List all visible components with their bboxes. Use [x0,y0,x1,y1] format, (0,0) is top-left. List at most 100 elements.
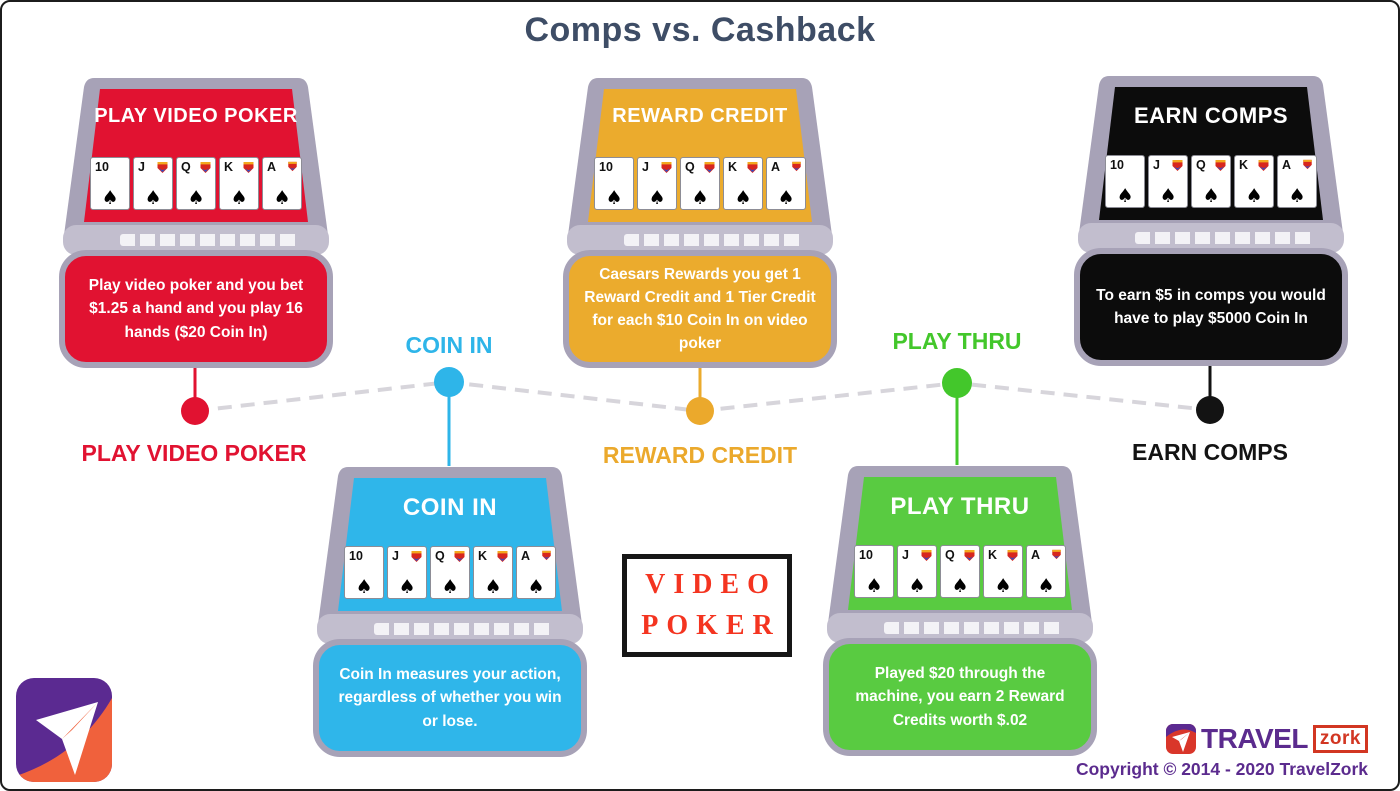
travelzork-logo-small-icon [1166,724,1196,754]
card-rank: K [224,160,234,174]
playing-card-q-spade: Q♠ [1191,155,1231,208]
playing-card-k-spade: K♠ [723,157,763,210]
playing-card-10-spade: 10 ♠ [344,546,384,599]
royal-crest-icon [1052,549,1061,560]
machine-play-video-poker: PLAY VIDEO POKER 10♠J♠Q♠K♠A♠ Play video … [58,75,334,371]
timeline-dot-earn-comps [1196,396,1224,424]
machine-description: To earn $5 in comps you would have to pl… [1096,286,1326,327]
royal-crest-icon [1215,160,1226,171]
royal-crest-icon [1172,160,1183,171]
royal-crest-icon [704,162,715,173]
spade-suit-glyph: ♠ [734,187,752,210]
machine-screen-title: PLAY THRU [890,493,1030,520]
card-rank: J [1153,158,1160,172]
card-rank: A [1282,158,1292,172]
machine-coin-in: COIN IN 10♠J♠Q♠K♠A♠ Coin In measures you… [312,464,588,760]
spade-suit-glyph: ♠ [101,187,119,210]
spade-suit-glyph: ♠ [994,575,1012,598]
card-rank: A [521,549,531,563]
timeline-label-play-thru: PLAY THRU [892,328,1022,354]
playing-card-a-spade: A♠ [766,157,806,210]
machine-buttons [884,622,1062,634]
royal-crest-icon [1303,159,1312,170]
card-hand: 10♠J♠Q♠K♠A♠ [312,546,588,599]
spade-suit-glyph: ♠ [691,187,709,210]
machine-buttons [120,234,298,246]
timeline-label-earn-comps: EARN COMPS [1132,439,1288,465]
travelzork-logo-icon [16,678,112,782]
royal-crest-icon [542,550,551,561]
card-rank: 10 [1110,158,1124,172]
royal-crest-icon [964,550,975,561]
card-rank: K [1239,158,1249,172]
royal-crest-icon [921,550,932,561]
card-rank: 10 [859,548,873,562]
playing-card-10-spade: 10 ♠ [854,545,894,598]
playing-card-k-spade: K♠ [983,545,1023,598]
spade-suit-glyph: ♠ [441,576,459,599]
card-rank: K [478,549,488,563]
machine-description: Play video poker and you bet $1.25 a han… [88,277,304,341]
card-hand: 10 ♠J♠Q♠ K ♠ A♠ [1073,155,1349,208]
card-rank: Q [945,548,955,562]
playing-card-a-spade: A♠ [516,546,556,599]
card-rank: A [267,160,277,174]
card-hand: 10♠J♠Q♠K♠A♠ [562,157,838,210]
spade-suit-glyph: ♠ [187,187,205,210]
machine-buttons [374,623,552,635]
machine-reward-credit: REWARD CREDIT 10♠J♠Q♠K♠A♠ Caesars Reward… [562,75,838,371]
playing-card-j-spade: J♠ [133,157,173,210]
playing-card-q-spade: Q♠ [430,546,470,599]
card-rank: J [392,549,399,563]
spade-suit-glyph: ♠ [605,187,623,210]
machine-description: Coin In measures your action, regardless… [338,666,562,730]
playing-card-10-spade: 10♠ [594,157,634,210]
timeline-dot-play-thru [942,368,972,398]
card-rank: 10 [349,549,363,563]
spade-suit-glyph: ♠ [1116,185,1134,208]
card-rank: Q [435,549,445,563]
playing-card-a-spade: A♠ [262,157,302,210]
spade-suit-glyph: ♠ [398,576,416,599]
timeline-label-reward-credit: REWARD CREDIT [602,442,798,468]
card-rank: K [728,160,738,174]
playing-card-j-spade: J♠ [387,546,427,599]
royal-crest-icon [411,551,422,562]
machine-buttons [1135,232,1313,244]
playing-card-10-spade: 10 ♠ [1105,155,1145,208]
playing-card-a-spade: A♠ [1277,155,1317,208]
card-rank: K [988,548,998,562]
playing-card-k-spade: K♠ [473,546,513,599]
spade-suit-glyph: ♠ [484,576,502,599]
royal-crest-icon [792,161,801,172]
machine-description: Played $20 through the machine, you earn… [855,665,1065,729]
spade-suit-glyph: ♠ [230,187,248,210]
playing-card-j-spade: J♠ [1148,155,1188,208]
royal-crest-icon [747,162,758,173]
spade-suit-glyph: ♠ [144,187,162,210]
royal-crest-icon [1258,160,1269,171]
page-title: Comps vs. Cashback [524,11,876,49]
spade-suit-glyph: ♠ [527,576,545,599]
travelzork-wordmark: TRAVEL zork [1076,723,1368,755]
spade-suit-glyph: ♠ [908,575,926,598]
spade-suit-glyph: ♠ [777,187,795,210]
card-rank: J [902,548,909,562]
spade-suit-glyph: ♠ [273,187,291,210]
playing-card-q-spade: Q♠ [940,545,980,598]
video-poker-sign-line2: POKER [641,609,781,641]
footer-brand-block: TRAVEL zork Copyright © 2014 - 2020 Trav… [1076,723,1368,780]
playing-card-j-spade: J♠ [897,545,937,598]
spade-suit-glyph: ♠ [355,576,373,599]
brand-zork-text: zork [1312,725,1368,753]
royal-crest-icon [200,162,211,173]
machine-screen-title: EARN COMPS [1133,103,1289,128]
spade-suit-glyph: ♠ [865,575,883,598]
machine-screen-title: PLAY VIDEO POKER [94,105,298,127]
brand-travel-text: TRAVEL [1201,723,1308,754]
card-hand: 10♠J♠Q♠K♠A♠ [58,157,334,210]
spade-suit-glyph: ♠ [648,187,666,210]
royal-crest-icon [1007,550,1018,561]
timeline-dot-reward-credit [686,397,714,425]
machine-play-thru: PLAY THRU 10♠J♠Q♠K♠A♠ Played $20 through… [822,463,1098,759]
